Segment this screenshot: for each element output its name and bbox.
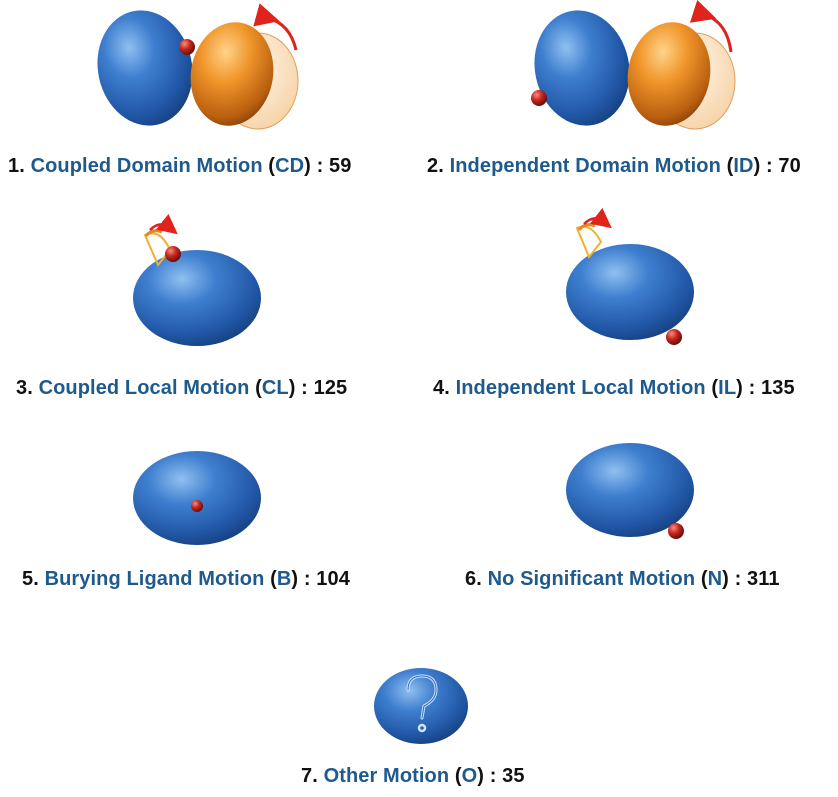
motion-name: Other Motion	[323, 765, 450, 787]
motion-name: No Significant Motion	[487, 568, 696, 590]
motion-abbr: CD	[275, 155, 305, 177]
panel-independent-domain-motion: 2. Independent Domain Motion (ID) : 70	[419, 0, 838, 190]
panel-coupled-local-motion: 3. Coupled Local Motion (CL) : 125	[0, 190, 419, 410]
panel-number: 4.	[433, 377, 450, 399]
separator: :	[489, 765, 497, 787]
local-loop-independent-icon	[566, 207, 694, 345]
panel-number: 5.	[22, 568, 39, 590]
panel-other-motion: 7. Other Motion (O) : 35	[0, 610, 838, 797]
panel-number: 3.	[16, 377, 33, 399]
question-mark-icon	[374, 668, 468, 744]
panel-coupled-domain-motion: 1. Coupled Domain Motion (CD) : 59	[0, 0, 419, 190]
motion-abbr: CL	[261, 377, 289, 399]
panel-number: 1.	[8, 155, 25, 177]
panel-independent-local-motion: 4. Independent Local Motion (IL) : 135	[419, 190, 838, 410]
motion-abbr: N	[707, 568, 723, 590]
motion-abbr: IL	[718, 377, 737, 399]
motion-count: 104	[316, 568, 350, 590]
motion-count: 311	[747, 568, 780, 590]
two-domain-coupled-icon	[97, 3, 299, 130]
separator: :	[765, 155, 773, 177]
separator: :	[316, 155, 324, 177]
panel-number: 6.	[465, 568, 482, 590]
motion-name: Independent Local Motion	[455, 377, 706, 399]
panel-number: 2.	[427, 155, 444, 177]
motion-name: Coupled Domain Motion	[30, 155, 263, 177]
separator: :	[748, 377, 756, 399]
motion-count: 59	[329, 155, 352, 177]
surface-ligand-icon	[566, 443, 694, 539]
panel-number: 7.	[301, 765, 318, 787]
motion-name: Burying Ligand Motion	[44, 568, 265, 590]
motion-abbr: B	[276, 568, 292, 590]
panel-no-significant-motion: 6. No Significant Motion (N) : 311	[419, 410, 838, 610]
motion-count: 125	[313, 377, 348, 399]
motion-abbr: O	[461, 765, 478, 787]
motion-abbr: ID	[733, 155, 754, 177]
motion-name: Coupled Local Motion	[38, 377, 250, 399]
motion-count: 70	[778, 155, 801, 177]
motion-name: Independent Domain Motion	[449, 155, 721, 177]
buried-ligand-icon	[133, 451, 261, 545]
two-domain-independent-icon	[531, 0, 736, 130]
motion-count: 135	[761, 377, 795, 399]
motion-count: 35	[502, 765, 525, 787]
separator: :	[301, 377, 308, 399]
panel-burying-ligand-motion: 5. Burying Ligand Motion (B) : 104	[0, 410, 419, 610]
separator: :	[303, 568, 311, 590]
separator: :	[734, 568, 742, 590]
local-loop-coupled-icon	[133, 213, 261, 346]
